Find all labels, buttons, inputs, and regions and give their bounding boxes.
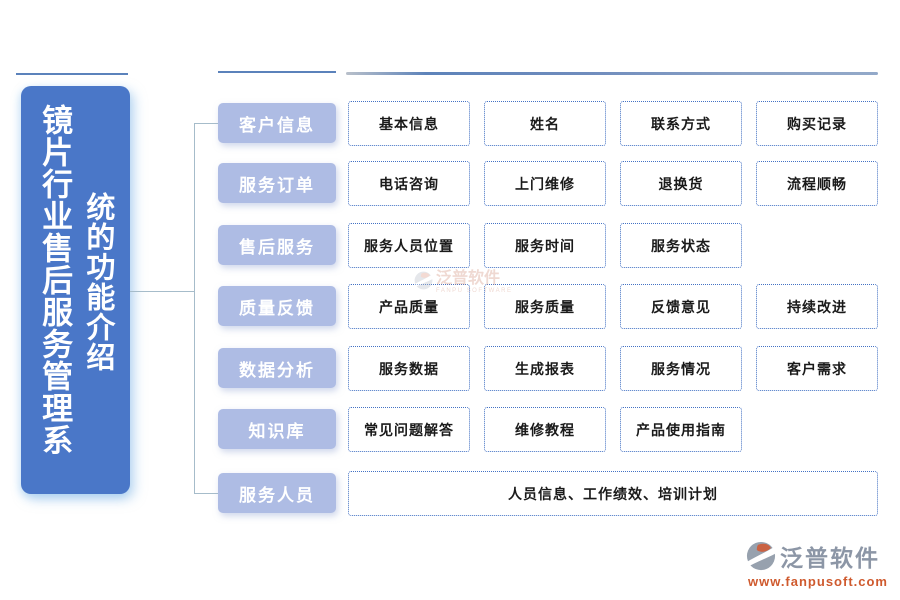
category-node-4: 质量反馈 xyxy=(218,286,336,326)
category-label: 质量反馈 xyxy=(239,298,315,318)
category-divider-line xyxy=(218,71,336,73)
feature-item: 服务数据 xyxy=(348,346,470,391)
top-branch-connector xyxy=(194,123,218,124)
root-connector xyxy=(130,291,194,292)
category-node-6: 知识库 xyxy=(218,409,336,449)
feature-item: 产品质量 xyxy=(348,284,470,329)
fanpu-logo-icon xyxy=(745,541,776,571)
root-node: 镜片行业售后服务管理系 统的功能介绍 xyxy=(21,86,130,494)
feature-item: 服务人员位置 xyxy=(348,223,470,268)
feature-item: 产品使用指南 xyxy=(620,407,742,452)
category-node-5: 数据分析 xyxy=(218,348,336,388)
feature-item: 基本信息 xyxy=(348,101,470,146)
feature-item: 服务状态 xyxy=(620,223,742,268)
feature-item: 常见问题解答 xyxy=(348,407,470,452)
category-label: 知识库 xyxy=(248,421,306,441)
feature-item: 上门维修 xyxy=(484,161,606,206)
category-node-1: 客户信息 xyxy=(218,103,336,143)
category-label: 客户信息 xyxy=(239,115,315,135)
brand-name: 泛普软件 xyxy=(779,545,880,571)
feature-item: 反馈意见 xyxy=(620,284,742,329)
category-node-3: 售后服务 xyxy=(218,225,336,265)
title-divider-line xyxy=(16,73,128,75)
category-label: 数据分析 xyxy=(239,360,315,380)
category-node-7: 服务人员 xyxy=(218,473,336,513)
feature-item: 维修教程 xyxy=(484,407,606,452)
root-title-column-1: 镜片行业售后服务管理系 xyxy=(37,104,73,456)
bottom-branch-connector xyxy=(194,493,218,494)
feature-item: 客户需求 xyxy=(756,346,878,391)
category-label: 服务人员 xyxy=(239,485,315,505)
category-node-2: 服务订单 xyxy=(218,163,336,203)
feature-item: 人员信息、工作绩效、培训计划 xyxy=(348,471,878,516)
category-label: 服务订单 xyxy=(239,175,315,195)
items-divider-line xyxy=(346,72,878,75)
tree-trunk-line xyxy=(194,123,195,493)
feature-item: 联系方式 xyxy=(620,101,742,146)
feature-item: 流程顺畅 xyxy=(756,161,878,206)
feature-item: 生成报表 xyxy=(484,346,606,391)
brand-logo: 泛普软件 www.fanpusoft.com xyxy=(745,539,888,589)
feature-item: 服务情况 xyxy=(620,346,742,391)
brand-url: www.fanpusoft.com xyxy=(747,574,888,589)
feature-item: 服务时间 xyxy=(484,223,606,268)
feature-item: 购买记录 xyxy=(756,101,878,146)
category-label: 售后服务 xyxy=(239,237,315,257)
feature-item: 服务质量 xyxy=(484,284,606,329)
feature-item: 电话咨询 xyxy=(348,161,470,206)
root-title-column-2: 统的功能介绍 xyxy=(81,192,114,372)
feature-item: 退换货 xyxy=(620,161,742,206)
feature-item: 姓名 xyxy=(484,101,606,146)
feature-item: 持续改进 xyxy=(756,284,878,329)
